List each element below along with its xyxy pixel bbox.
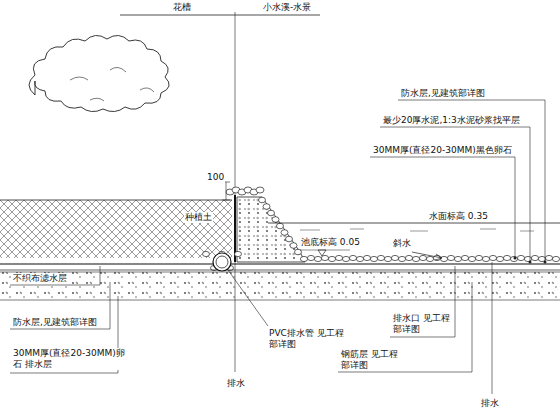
callout-label: 种植土 <box>184 212 213 223</box>
callout-label: 30MM厚(直径20-30MM)黑色卵石 <box>372 145 513 156</box>
callout-label: 花槽 <box>172 2 192 13</box>
callout-label: 钢筋层 见工程部详图 <box>340 349 404 371</box>
callout-label: 不织布滤水层 <box>12 273 68 284</box>
callout-label: 最少20厚水泥,1:3水泥砂浆找平层 <box>382 115 521 126</box>
callout-label: 排水 <box>480 398 500 409</box>
level-mark: 池底标高 0.05 <box>300 237 361 248</box>
callout-label: 小水溪-水景 <box>262 2 312 13</box>
callout-label: PVC排水管 见工程部详图 <box>268 328 346 350</box>
callout-label: 排水口 见工程部详图 <box>392 313 454 335</box>
callout-label: 防水层,见建筑部详图 <box>400 88 486 99</box>
callout-label: 30MM厚(直径20-30MM)卵石 排水层 <box>12 348 126 370</box>
dimension-text: 100 <box>206 172 225 183</box>
callout-label: 防水层,见建筑部详图 <box>12 317 98 328</box>
level-mark: 水面标高 0.35 <box>428 211 489 222</box>
callout-label: 斜水 <box>392 238 412 249</box>
callout-label: 排水 <box>226 378 246 389</box>
